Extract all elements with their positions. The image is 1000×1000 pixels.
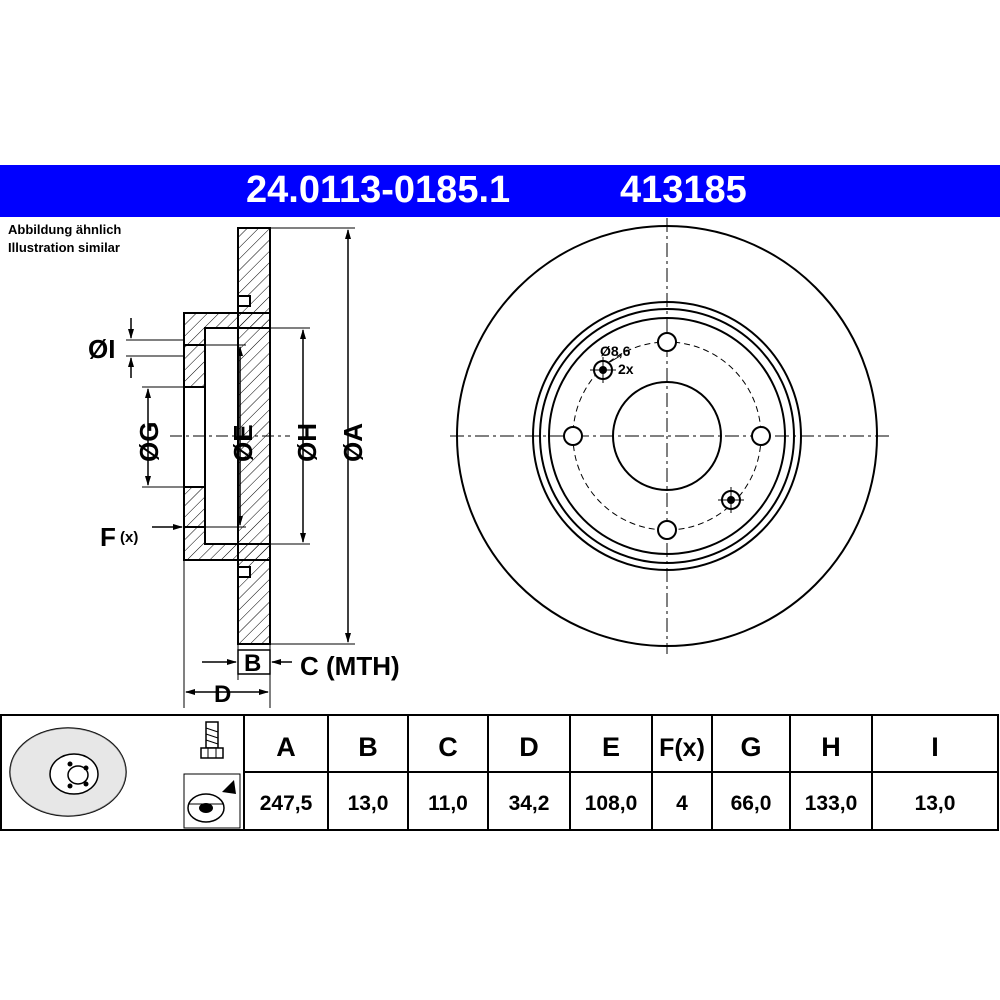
reference-number: 413185 [620,169,747,211]
screw-hole-icon [183,773,241,829]
header-H: H [821,732,841,762]
label-F-sub: (x) [120,529,138,546]
brake-disc-icon [9,727,127,817]
title-bar: 24.0113-0185.1 413185 [0,165,1000,217]
value-D: 34,2 [509,792,550,815]
screw-hole [718,487,744,513]
header-I: I [931,732,939,762]
technical-drawing: ØI ØG ØE ØH ØA F (x) B C (MTH) D [88,218,890,708]
bolt-hole [563,426,583,446]
label-F: F [100,522,116,552]
part-number: 24.0113-0185.1 [246,169,511,211]
value-E: 108,0 [585,792,638,815]
header-D: D [519,732,539,762]
bolt-hole [657,520,677,540]
bolt-hole [751,426,771,446]
label-B: B [244,650,261,677]
label-E: ØE [228,424,258,462]
label-G: ØG [134,422,164,462]
value-B: 13,0 [348,792,389,815]
label-D: D [214,681,231,708]
screw-hole [590,357,616,383]
hole-size-label: Ø8,6 [600,343,631,359]
section-view [126,227,355,708]
header-F: F(x) [659,734,705,762]
value-F: 4 [676,792,688,815]
header-E: E [602,732,620,762]
bolt-hole [657,332,677,352]
value-I: 13,0 [915,792,956,815]
header-C: C [438,732,458,762]
label-A: ØA [338,423,368,462]
bolt-icon [200,721,224,759]
label-I: ØI [88,334,115,364]
value-H: 133,0 [805,792,858,815]
value-C: 11,0 [428,792,468,815]
value-G: 66,0 [731,792,772,815]
label-C: C (MTH) [300,651,400,681]
illustration-note-de: Abbildung ähnlich [8,222,122,237]
illustration-note-en: Illustration similar [8,240,120,255]
spec-table: A B C D E F(x) G H I 247,5 13,0 11,0 34,… [0,714,999,831]
header-B: B [358,732,378,762]
label-H: ØH [292,423,322,462]
value-A: 247,5 [260,792,313,815]
header-A: A [276,732,296,762]
hole-count-label: 2x [618,361,634,377]
header-G: G [740,732,761,762]
front-view [450,218,890,654]
